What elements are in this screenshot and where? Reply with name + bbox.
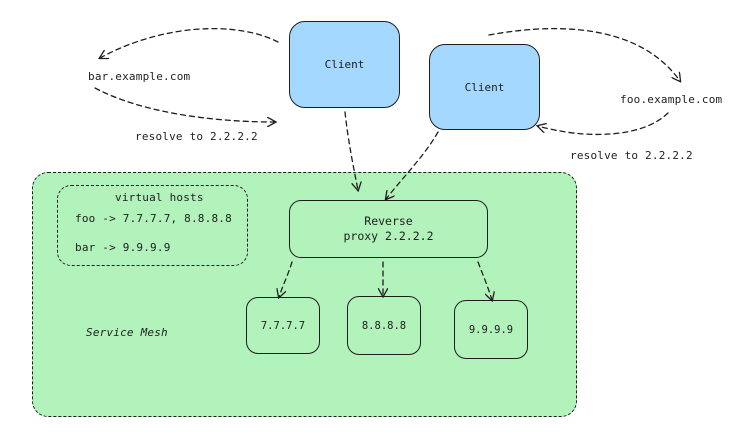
virtual-host-foo: foo -> 7.7.7.7, 8.8.8.8 [75, 212, 232, 225]
reverse-proxy-label-line2: proxy 2.2.2.2 [343, 229, 434, 243]
virtual-host-bar: bar -> 9.9.9.9 [75, 241, 171, 254]
arrow-client-right-to-proxy [386, 131, 439, 199]
reverse-proxy-label-line1: Reverse [364, 214, 413, 228]
arrow-proxy-to-7777 [279, 261, 293, 297]
arrow-client-to-foo-host [488, 28, 680, 81]
client-node-right: Client [429, 44, 540, 130]
arrow-client-left-to-proxy [344, 111, 358, 190]
host-foo-label: foo.example.com [620, 93, 723, 106]
arrow-proxy-to-9999 [477, 261, 492, 300]
arrow-bar-host-to-resolve [94, 87, 275, 122]
virtual-hosts-title: virtual hosts [115, 191, 204, 204]
client-node-left: Client [289, 21, 400, 108]
arrow-foo-host-to-client [538, 112, 669, 136]
service-mesh-label: Service Mesh [86, 326, 168, 339]
resolve-label-right: resolve to 2.2.2.2 [570, 149, 693, 162]
arrow-client-to-bar-host [100, 28, 279, 58]
virtual-hosts-box [57, 185, 248, 266]
resolve-label-left: resolve to 2.2.2.2 [135, 130, 258, 143]
host-bar-label: bar.example.com [88, 70, 191, 83]
